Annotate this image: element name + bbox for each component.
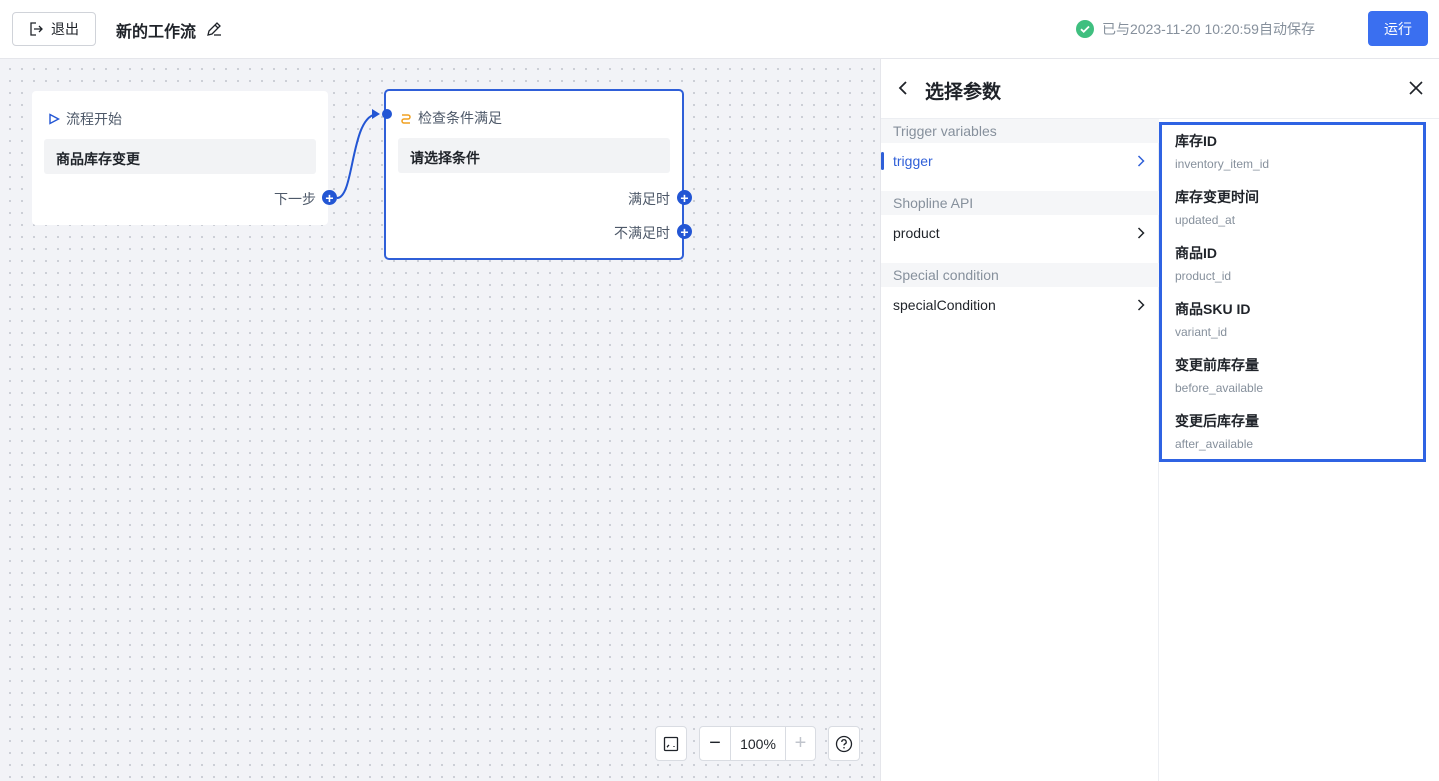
close-icon[interactable] [1409, 81, 1423, 95]
condition-node[interactable]: 检查条件满足 请选择条件 满足时 + 不满足时 + [382, 89, 692, 260]
condition-true-label: 满足时 [628, 191, 670, 207]
chevron-right-icon [1137, 155, 1145, 167]
field-item[interactable]: 库存ID inventory_item_id [1175, 131, 1269, 171]
condition-node-title: 检查条件满足 [418, 110, 502, 126]
field-key: inventory_item_id [1175, 157, 1270, 171]
workflow-title: 新的工作流 [116, 24, 197, 41]
field-key: product_id [1175, 269, 1232, 283]
next-step-add-port[interactable]: + [322, 190, 337, 205]
zoom-level: 100% [731, 727, 786, 760]
edit-icon[interactable] [205, 20, 223, 38]
chevron-right-icon [1137, 299, 1145, 311]
run-button[interactable]: 运行 [1368, 11, 1428, 46]
start-node-trigger[interactable]: 商品库存变更 [44, 139, 316, 174]
zoom-control: − 100% + [699, 726, 816, 761]
panel-divider [881, 118, 1439, 119]
field-name: 商品SKU ID [1175, 301, 1251, 317]
panel-title: 选择参数 [925, 82, 1002, 103]
exit-button[interactable]: 退出 [12, 12, 96, 46]
parameter-panel: 选择参数 Trigger variables trigger Shopline … [880, 59, 1439, 781]
field-key: variant_id [1175, 325, 1228, 339]
group-item-trigger[interactable]: trigger [881, 143, 1159, 179]
fit-view-icon [663, 736, 679, 751]
condition-input-port [382, 109, 392, 119]
play-icon [49, 113, 60, 125]
field-name: 库存变更时间 [1175, 189, 1259, 205]
field-key: updated_at [1175, 213, 1236, 227]
next-step-label: 下一步 [274, 191, 316, 207]
group-label-special-condition: Special condition [881, 263, 1159, 287]
start-node-title: 流程开始 [66, 111, 122, 127]
field-name: 变更前库存量 [1175, 357, 1259, 373]
variable-group-list: Trigger variables trigger Shopline API p… [881, 119, 1159, 781]
exit-icon [30, 22, 43, 36]
group-label-trigger-variables: Trigger variables [881, 119, 1159, 143]
group-item-special-condition[interactable]: specialCondition [881, 287, 1159, 323]
group-label-shopline-api: Shopline API [881, 191, 1159, 215]
field-key: before_available [1175, 381, 1264, 395]
help-button[interactable] [828, 726, 860, 761]
workflow-canvas[interactable]: 流程开始 商品库存变更 下一步 + 检查条件满足 请选择条件 满足时 + 不满足… [0, 59, 880, 781]
condition-false-add-port[interactable]: + [677, 224, 692, 239]
active-indicator [881, 152, 884, 170]
top-bar: 退出 新的工作流 已与2023-11-20 10:20:59自动保存 运行 [0, 0, 1439, 59]
start-node-header: 流程开始 [48, 109, 122, 129]
field-name: 商品ID [1175, 245, 1217, 261]
branch-icon [401, 114, 411, 124]
exit-label: 退出 [51, 21, 79, 37]
help-icon [835, 735, 853, 752]
condition-node-header: 检查条件满足 [400, 108, 502, 128]
chevron-right-icon [1137, 227, 1145, 239]
field-item[interactable]: 库存变更时间 updated_at [1175, 187, 1259, 227]
autosave-text: 已与2023-11-20 10:20:59自动保存 [1102, 21, 1315, 37]
zoom-in-button[interactable]: + [794, 732, 807, 754]
fit-view-button[interactable] [655, 726, 687, 761]
field-item[interactable]: 变更后库存量 after_available [1175, 411, 1259, 451]
field-name: 库存ID [1175, 133, 1217, 149]
field-item[interactable]: 商品SKU ID variant_id [1175, 299, 1250, 339]
select-condition-field[interactable]: 请选择条件 [398, 138, 670, 173]
success-check-icon [1076, 20, 1094, 38]
field-item[interactable]: 商品ID product_id [1175, 243, 1231, 283]
condition-false-label: 不满足时 [614, 225, 670, 241]
condition-true-add-port[interactable]: + [677, 190, 692, 205]
group-item-label: product [893, 225, 940, 241]
back-chevron-icon[interactable] [897, 80, 909, 96]
field-name: 变更后库存量 [1175, 413, 1259, 429]
group-item-product[interactable]: product [881, 215, 1159, 251]
autosave-status: 已与2023-11-20 10:20:59自动保存 [1076, 19, 1315, 39]
zoom-out-button[interactable]: − [700, 727, 731, 760]
group-item-label: specialCondition [893, 297, 996, 313]
field-item[interactable]: 变更前库存量 before_available [1175, 355, 1263, 395]
field-key: after_available [1175, 437, 1254, 451]
trigger-fields-list: 库存ID inventory_item_id 库存变更时间 updated_at… [1159, 122, 1426, 462]
group-item-label: trigger [893, 153, 933, 169]
start-node[interactable]: 流程开始 商品库存变更 下一步 + [32, 91, 337, 225]
